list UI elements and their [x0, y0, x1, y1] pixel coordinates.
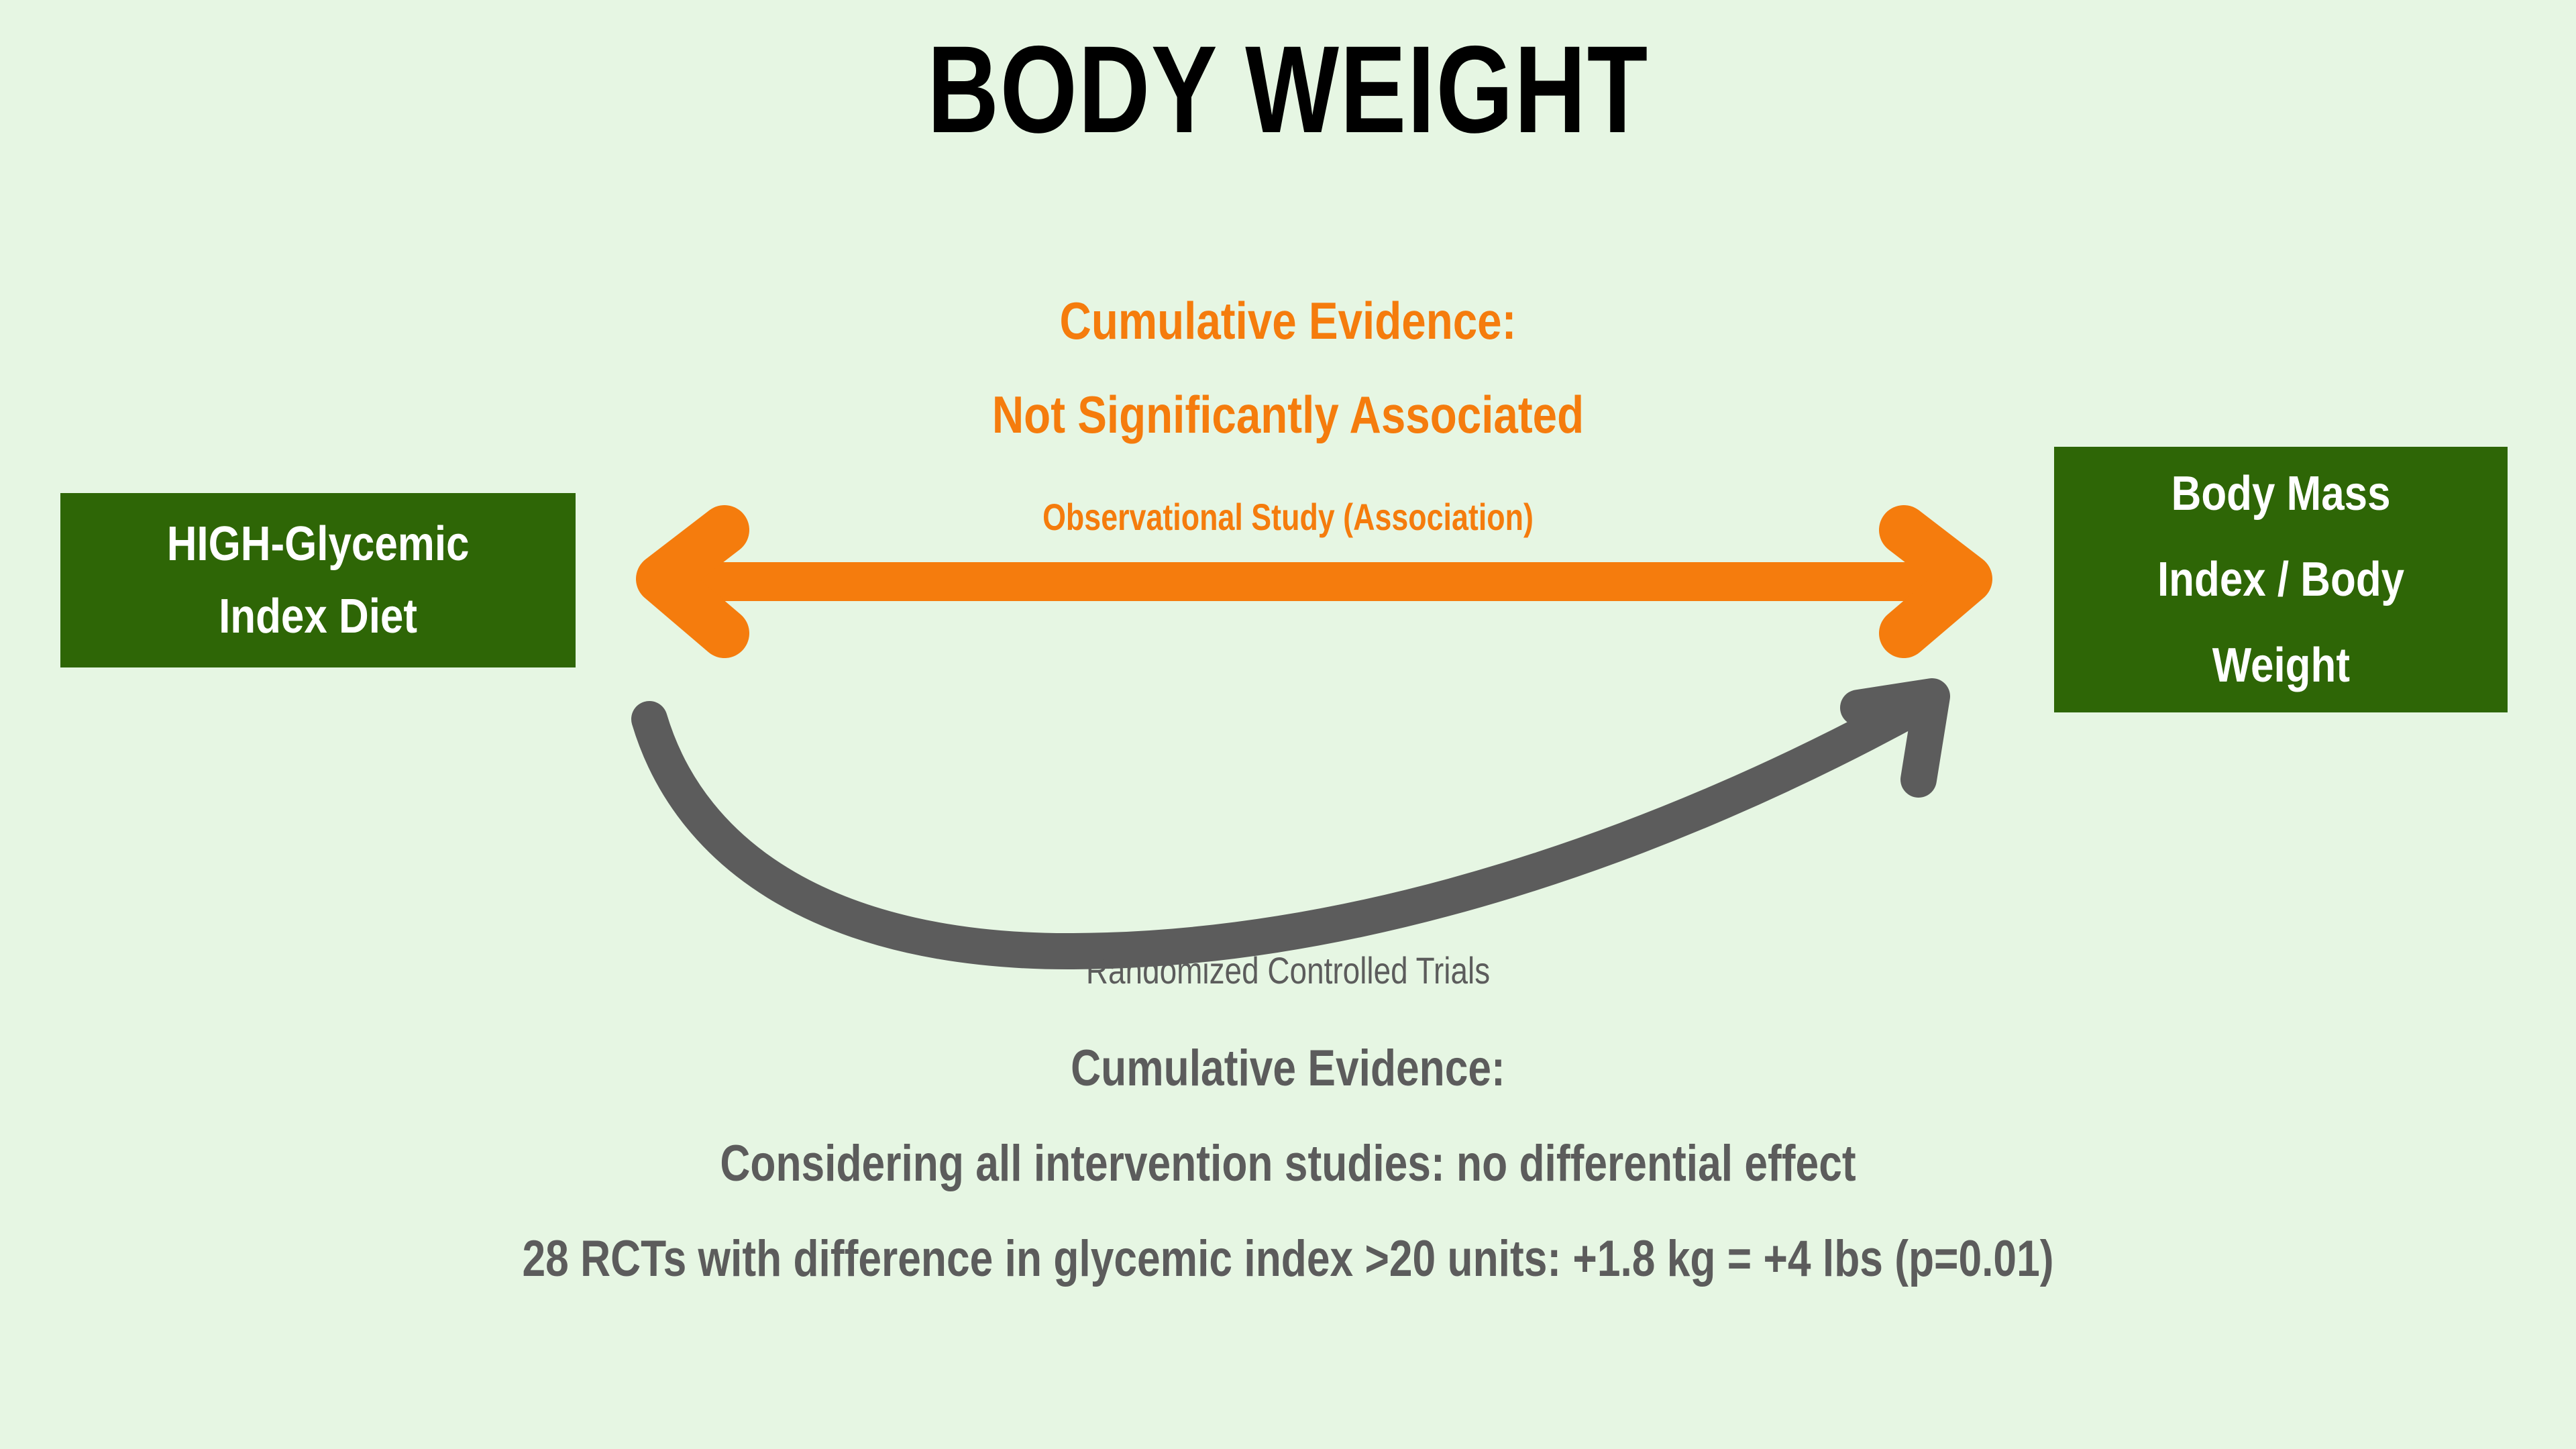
- node-right-line2: Index / Body: [2157, 553, 2405, 606]
- rct-summary-line2: Considering all intervention studies: no…: [720, 1135, 1856, 1192]
- node-left-line1: HIGH-Glycemic: [166, 517, 470, 571]
- node-left-line2: Index Diet: [219, 590, 417, 643]
- observational-headline-line2: Not Significantly Associated: [991, 385, 1585, 444]
- rct-arrow-label: Randomized Controlled Trials: [1085, 949, 1491, 991]
- double-arrow-icon: [636, 505, 1992, 658]
- node-body-mass-index-body-weight[interactable]: Body Mass Index / Body Weight: [2054, 447, 2508, 712]
- observational-arrow-label: Observational Study (Association): [1042, 496, 1534, 538]
- rct-summary-block: Cumulative Evidence: Considering all int…: [0, 1021, 2576, 1307]
- rct-summary-line1: Cumulative Evidence:: [1071, 1040, 1505, 1097]
- rct-summary-line3: 28 RCTs with difference in glycemic inde…: [522, 1230, 2054, 1287]
- node-right-line3: Weight: [2212, 639, 2350, 692]
- observational-headline-line1: Cumulative Evidence:: [1059, 291, 1517, 350]
- node-high-glycemic-index-diet[interactable]: HIGH-Glycemic Index Diet: [60, 493, 576, 667]
- page-title: BODY WEIGHT: [927, 21, 1649, 159]
- node-right-line1: Body Mass: [2171, 467, 2391, 521]
- curved-arrow-icon: [631, 678, 1950, 970]
